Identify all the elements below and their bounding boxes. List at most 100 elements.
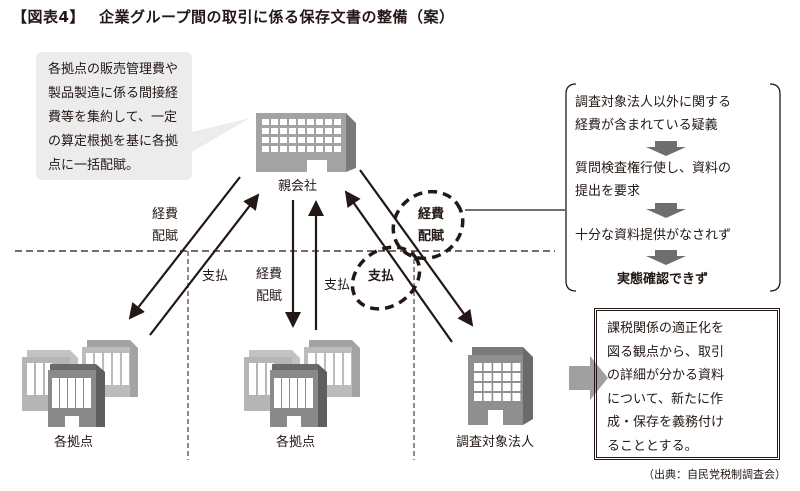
window-icon [483,383,492,391]
window-icon [325,137,332,143]
window-icon [512,363,521,371]
source-note: （出典：自民党税制調査会） [643,468,786,481]
process-step-2-line: 質問検査権行使し、資料の [575,161,732,176]
window-icon [334,137,341,143]
window-icon [483,393,492,401]
window-icon [280,146,287,152]
window-icon [512,383,521,391]
target-building-icon [468,347,533,425]
window-icon [298,128,305,134]
payment-arrow-right [344,190,453,343]
parent-label: 親会社 [278,179,318,194]
window-icon [474,363,482,371]
highlight-circle-payment [350,245,422,311]
window-icon [493,393,502,401]
window-icon [474,383,482,391]
window-icon [316,137,323,143]
window-icon [493,373,502,381]
window-icon [289,128,296,134]
window-icon [289,137,296,143]
branch-center-label: 各拠点 [276,435,316,450]
window-icon [316,119,323,125]
bubble-line: の算定根拠を基に各拠 [48,134,179,149]
center-payment-label: 支払 [324,278,351,293]
branch-left-label: 各拠点 [54,435,94,450]
proposal-line: ることとする。 [607,438,698,454]
branch-buildings-center-icon [244,340,360,427]
center-allocation-label: 経費 配賦 [256,267,283,304]
window-icon [280,119,287,125]
window-icon [474,393,482,401]
window-icon [262,128,269,134]
process-step-1-line: 調査対象法人以外に関する [575,95,732,110]
window-icon [298,146,305,152]
payment-arrow-left [149,193,260,336]
process-step-2-line: 提出を要求 [575,184,641,199]
window-icon [307,137,314,143]
step-arrow-icon [646,250,686,265]
window-icon [316,128,323,134]
process-step-1-line: 経費が含まれている疑義 [575,118,718,133]
window-icon [493,363,502,371]
left-payment-label: 支払 [202,269,229,284]
window-icon [502,363,511,371]
window-icon [325,146,332,152]
step-arrow-icon [646,141,686,156]
window-icon [271,137,278,143]
window-icon [325,128,332,134]
window-icon [262,119,269,125]
allocation-arrow-right [359,169,474,327]
window-icon [262,137,269,143]
proposal-line: 課税関係の適正化を [607,321,725,336]
window-icon [289,146,296,152]
allocation-arrow-left [128,176,241,320]
window-icon [289,119,296,125]
audit-process: 調査対象法人以外に関する 経費が含まれている疑義 質問検査権行使し、資料の 提出… [565,83,780,293]
window-icon [334,146,341,152]
window-icon [280,128,287,134]
process-step-3: 十分な資料提供がなされず [575,228,732,243]
window-icon [334,128,341,134]
window-icon [512,393,521,401]
figure-label: 【図表4】 [12,8,85,26]
window-icon [262,146,269,152]
window-icon [474,373,482,381]
result-arrow-icon [569,356,608,400]
proposal-line: について、新たに作 [607,391,723,407]
bubble-line: 費等を集約して、一定 [48,110,177,125]
window-icon [271,128,278,134]
window-icon [307,119,314,125]
window-icon [502,383,511,391]
bubble-line: 各拠点の販売管理費や [48,62,179,77]
process-bracket-left [565,83,577,292]
window-icon [512,373,521,381]
window-icon [271,119,278,125]
window-icon [280,137,287,143]
process-result: 実態確認できず [617,272,709,287]
step-arrow-icon [646,203,686,218]
target-label: 調査対象法人 [456,435,535,450]
explanation-bubble: 各拠点の販売管理費や 製品製造に係る間接経 費等を集約して、一定 の算定根拠を基… [36,52,192,180]
left-allocation-label: 経費 配賦 [152,207,179,244]
window-icon [271,146,278,152]
window-icon [493,383,502,391]
window-icon [307,146,314,152]
figure-title-text: 企業グループ間の取引に係る保存文書の整備（案） [98,8,455,26]
highlight-circle-allocation [391,189,465,261]
proposal-line: 成・保存を義務付け [607,415,725,430]
window-icon [316,146,323,152]
figure-title: 【図表4】企業グループ間の取引に係る保存文書の整備（案） [12,6,455,27]
bubble-tail [192,118,250,152]
window-icon [334,119,341,125]
proposal-line: の詳細が分かる資料 [607,368,725,383]
bubble-line: 製品製造に係る間接経 [48,86,179,101]
window-icon [298,137,305,143]
proposal-line: 図る観点から、取引 [607,344,725,360]
window-icon [298,119,305,125]
window-icon [502,393,511,401]
right-allocation-label: 経費 配賦 [418,207,445,244]
branch-buildings-left-icon [22,340,138,427]
window-icon [483,373,492,381]
proposal-box: 課税関係の適正化を 図る観点から、取引 の詳細が分かる資料 について、新たに作 … [594,308,780,460]
